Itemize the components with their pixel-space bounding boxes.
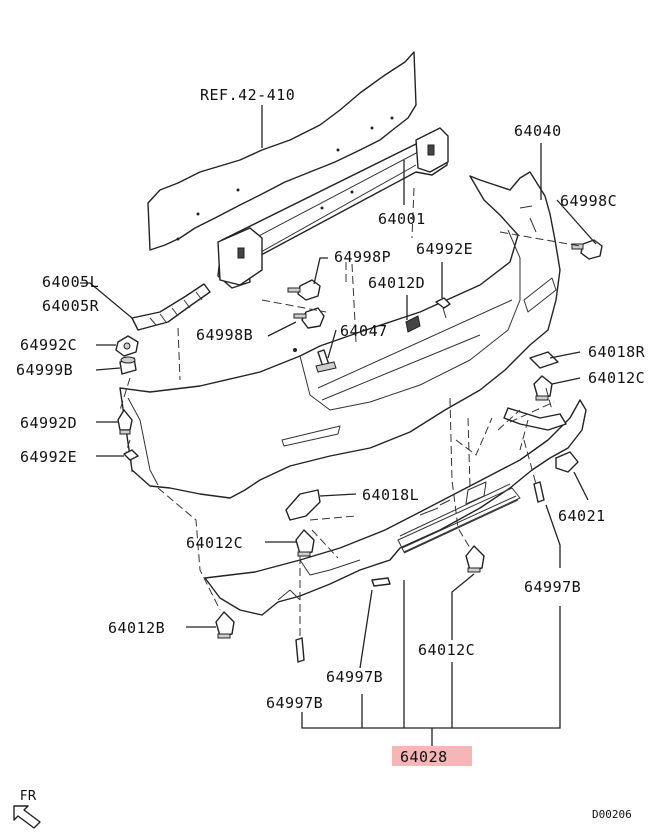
label-fr: FR [20,789,37,804]
label-64998b: 64998B [196,326,253,344]
leader-lines [80,105,597,746]
label-64998c: 64998C [560,192,617,210]
label-64028: 64028 [400,748,448,766]
label-64018l: 64018L [362,486,419,504]
bracket-64018l [285,489,321,521]
labels: REF.42-410 64040 64001 64998C 64998P 649… [16,86,646,821]
grommet-64999b [119,356,137,375]
nut-64992c [115,335,139,357]
label-64012c-center: 64012C [418,641,475,659]
reflector-64005 [131,283,211,331]
label-64992d: 64992D [20,414,77,432]
highlight-64028 [392,746,472,766]
bracket-64047 [315,349,337,373]
label-64012c-right: 64012C [588,369,645,387]
label-64005r: 64005R [42,297,100,315]
label-diagram-code: D00206 [592,808,632,821]
front-arrow-icon [13,805,41,829]
reinforcement-beam [217,127,449,289]
label-64012b: 64012B [108,619,165,637]
nut-64998c [571,239,603,260]
clip-64012b [215,611,235,639]
label-64040: 64040 [514,122,562,140]
label-64998p: 64998P [334,248,391,266]
bracket-64018r [529,351,559,369]
bolt-64998p [287,279,321,301]
label-64999b: 64999B [16,361,73,379]
label-64997b-center: 64997B [326,668,383,686]
label-64992e-top: 64992E [416,240,473,258]
label-ref: REF.42-410 [200,86,295,104]
clip-64012d [405,315,421,333]
clip-64012c-left [295,529,315,557]
label-64992c: 64992C [20,336,77,354]
label-64001: 64001 [378,210,426,228]
reference-panel [147,51,417,251]
label-64997b-left: 64997B [266,694,323,712]
label-64992e-left: 64992E [20,448,77,466]
label-64005l: 64005L [42,273,99,291]
clip-64012c-right [533,375,553,401]
screw-64992e-top [435,297,451,319]
front-direction-indicator: FR [13,789,41,829]
dashed-lines [119,187,581,640]
screw-64992e-left [123,449,139,473]
label-64997b-right: 64997B [524,578,581,596]
label-64018r: 64018R [588,343,646,361]
label-64021: 64021 [558,507,606,525]
label-64047: 64047 [340,322,388,340]
label-64012c-left: 64012C [186,534,243,552]
label-64012d: 64012D [368,274,425,292]
bolt-64998b [293,307,325,329]
clip-64012c-center [465,545,485,573]
wire-64997b [295,481,545,663]
fasteners [115,239,603,663]
bumper-cover-upper [119,171,561,499]
bracket-right-assembly [503,407,579,473]
clip-64992d [117,409,133,435]
